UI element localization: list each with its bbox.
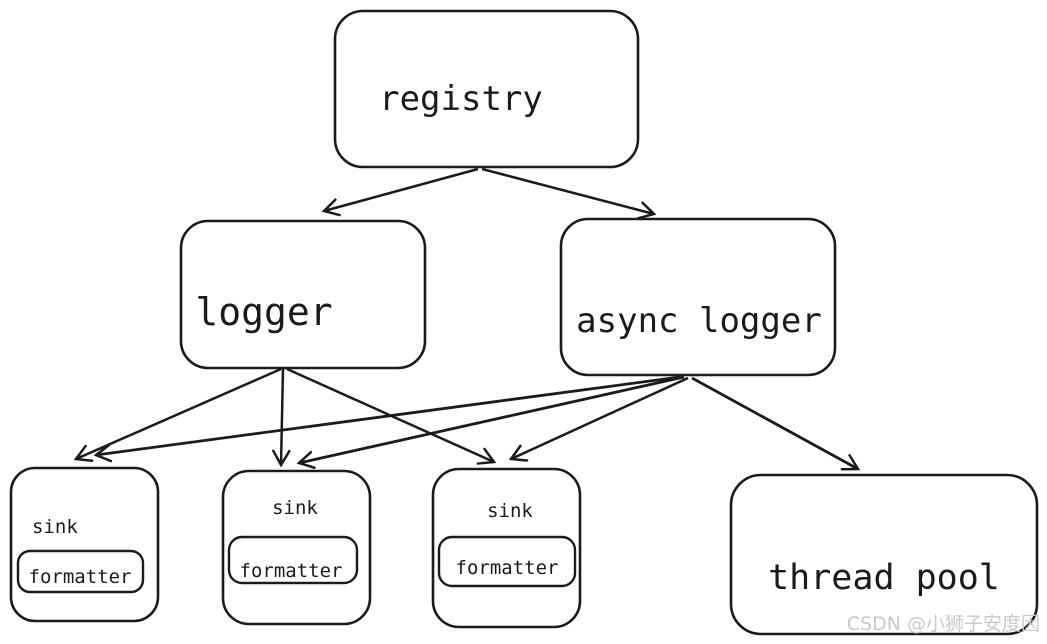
edge-async-logger-thread-pool bbox=[691, 376, 861, 471]
edge-registry-logger bbox=[321, 167, 479, 217]
edge-async-logger-sink-2 bbox=[296, 375, 685, 470]
thread-pool-label: thread pool bbox=[768, 558, 1000, 598]
edge-logger-sink-2 bbox=[272, 368, 291, 468]
formatter-3-box bbox=[437, 535, 577, 588]
thread-pool-box bbox=[729, 473, 1039, 636]
watermark-text: CSDN @小狮子安度因 bbox=[847, 613, 1040, 635]
node-async-logger: async logger bbox=[559, 217, 837, 377]
logger-label: logger bbox=[195, 290, 332, 334]
edge-async-logger-sink-1 bbox=[93, 375, 681, 463]
formatter-1-box bbox=[16, 549, 145, 594]
formatter-3-label: formatter bbox=[456, 557, 559, 579]
edge-logger-sink-1 bbox=[73, 367, 282, 462]
node-sink-2: sink formatter bbox=[221, 469, 372, 626]
edge-async-logger-sink-3 bbox=[508, 376, 689, 462]
node-logger: logger bbox=[179, 219, 427, 370]
edge-registry-async-logger bbox=[481, 167, 657, 220]
sink-3-label: sink bbox=[487, 500, 533, 522]
async-logger-box bbox=[559, 217, 837, 377]
formatter-2-box bbox=[227, 535, 359, 585]
formatter-2-label: formatter bbox=[240, 560, 343, 582]
node-registry: registry bbox=[333, 9, 640, 169]
sink-1-label: sink bbox=[32, 516, 78, 538]
registry-label: registry bbox=[379, 79, 543, 119]
node-thread-pool: thread pool bbox=[729, 473, 1039, 636]
logger-box bbox=[179, 219, 427, 370]
registry-box bbox=[333, 9, 640, 169]
sink-2-label: sink bbox=[272, 497, 318, 519]
sink-1-box bbox=[9, 466, 160, 623]
async-logger-label: async logger bbox=[576, 301, 822, 341]
node-sink-3: sink formatter bbox=[431, 467, 582, 629]
formatter-1-label: formatter bbox=[29, 566, 132, 588]
edges bbox=[73, 167, 861, 471]
node-sink-1: sink formatter bbox=[9, 466, 160, 623]
